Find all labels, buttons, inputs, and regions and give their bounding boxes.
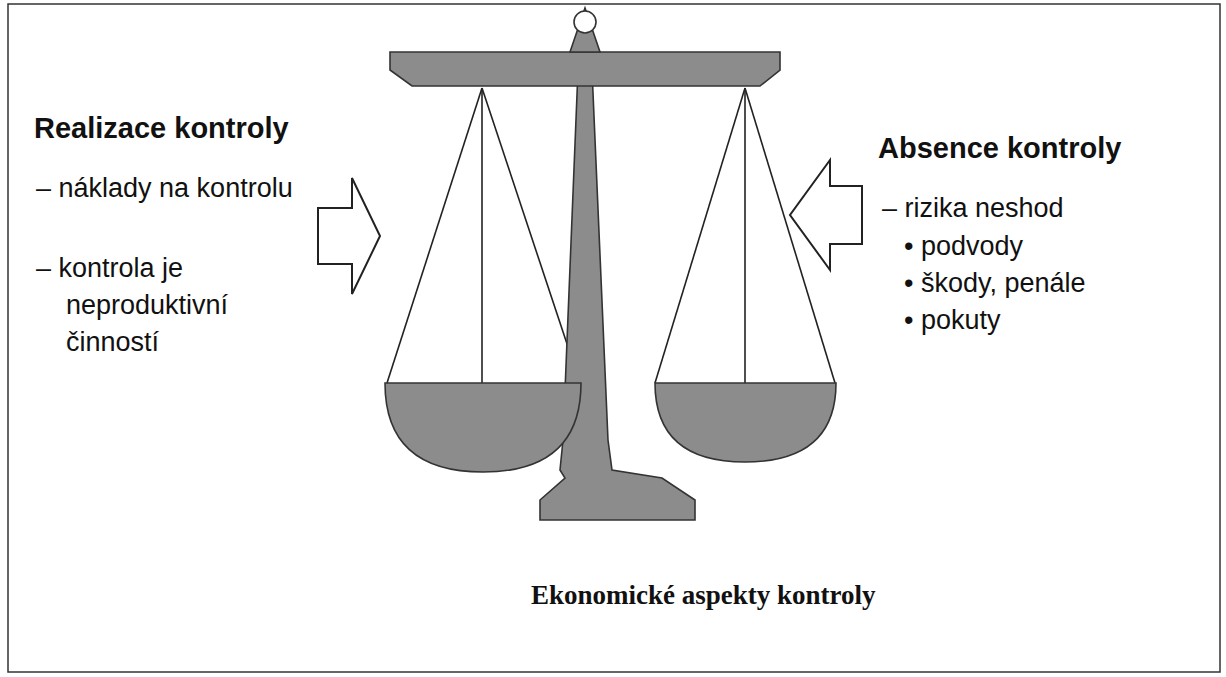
group-heading: Realizace kontroly bbox=[34, 110, 334, 147]
caption: Ekonomické aspekty kontroly bbox=[531, 580, 876, 611]
list-item: – náklady na kontrolu bbox=[36, 170, 296, 207]
bullet-item: • pokuty bbox=[904, 302, 1226, 339]
list-item: – rizika neshod bbox=[882, 190, 1226, 227]
group-heading: Absence kontroly bbox=[878, 130, 1208, 167]
list-item: – kontrola je neproduktivní činností bbox=[36, 250, 296, 361]
bullet-item: • podvody bbox=[904, 228, 1226, 265]
bullet-item: • škody, penále bbox=[904, 265, 1226, 302]
